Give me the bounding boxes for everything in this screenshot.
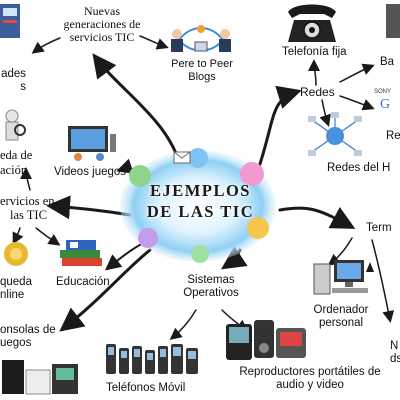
- hub-title: EJEMPLOS DE LAS TIC: [128, 180, 273, 222]
- node-reproductores: Reproductores portátiles de audio y vide…: [226, 366, 394, 392]
- node-n-ds-line2: ds: [390, 353, 400, 365]
- hub-graphic: [120, 148, 276, 263]
- node-ordenador-line1: Ordenador: [313, 304, 369, 316]
- node-reproductores-line2: audio y video: [276, 379, 344, 391]
- node-consolas-line1: onsolas de: [0, 324, 56, 336]
- node-sistemas-operativos: Sistemas Operativos: [176, 274, 246, 300]
- node-redes-del-h: Redes del H: [327, 162, 391, 174]
- node-peer-blogs: Pere to Peer Blogs: [166, 58, 238, 84]
- node-term: Term: [366, 222, 392, 234]
- game-consoles-icon: [2, 360, 78, 395]
- node-peer-line1: Pere to Peer: [171, 58, 233, 70]
- node-comunidades-line1: ades: [1, 68, 26, 80]
- node-telefonia-fija: Telefonía fija: [282, 46, 347, 58]
- node-reproductores-line1: Reproductores portátiles de: [239, 366, 381, 378]
- node-busqueda-online-line1: queda: [0, 276, 32, 288]
- node-nuevas-line2: generaciones de: [63, 17, 141, 31]
- brand-mini: SONY: [374, 89, 392, 95]
- search-globe-icon: [4, 242, 28, 266]
- svg-text:G: G: [380, 97, 390, 110]
- node-comunidades-line2: s: [20, 81, 26, 93]
- node-ordenador-line2: personal: [318, 317, 364, 329]
- hub-title-line1: EJEMPLOS: [150, 181, 251, 200]
- computer-icon: [313, 260, 374, 295]
- pc-device-icon: [0, 4, 20, 38]
- books-icon: [60, 240, 102, 266]
- node-comunidades: ades s: [0, 68, 26, 94]
- node-n-ds: N ds: [390, 340, 400, 366]
- search-figure-icon: [5, 109, 26, 141]
- mobile-phones-icon: [106, 344, 198, 374]
- node-servicios-tic: ervicios en las TIC: [0, 194, 55, 222]
- logo-icon: G: [380, 97, 390, 110]
- node-busqueda-info-line2: ación: [0, 163, 28, 177]
- node-ordenador-personal: Ordenador personal: [306, 304, 376, 330]
- device-icon: [386, 4, 400, 38]
- hub-title-line2: DE LAS TIC: [146, 202, 255, 221]
- media-players-icon: [226, 320, 306, 360]
- video-game-icon: [68, 126, 116, 161]
- node-redes: Redes: [300, 85, 335, 99]
- telephone-icon: [288, 4, 336, 42]
- node-videos-juegos: Videos juegos: [54, 166, 127, 178]
- node-peer-line2: Blogs: [188, 71, 216, 83]
- node-consolas: onsolas de uegos: [0, 324, 56, 350]
- node-consolas-line2: uegos: [0, 337, 32, 349]
- node-nuevas-line3: servicios TIC: [69, 30, 135, 44]
- node-educacion: Educación: [56, 276, 110, 288]
- node-servicios-line2: las TIC: [10, 208, 47, 222]
- node-nuevas-line1: Nuevas: [84, 4, 120, 18]
- network-globe-icon: [308, 112, 362, 156]
- node-sistemas-line1: Sistemas: [187, 274, 235, 286]
- people-network-icon: [171, 25, 231, 52]
- node-nuevas-generaciones: Nuevas generaciones de servicios TIC: [42, 5, 162, 44]
- node-telefonos-movil: Teléfonos Móvil: [106, 382, 186, 394]
- node-n-ds-line1: N: [390, 340, 399, 352]
- node-busqueda-informacion: eda de ación: [0, 148, 32, 178]
- node-re: Re: [386, 130, 400, 142]
- node-sistemas-line2: Operativos: [183, 287, 239, 299]
- node-busqueda-online: queda nline: [0, 276, 32, 302]
- node-ba: Ba: [380, 56, 395, 68]
- node-busqueda-online-line2: nline: [0, 289, 25, 301]
- node-busqueda-info-line1: eda de: [0, 148, 33, 162]
- node-servicios-line1: ervicios en: [0, 194, 55, 208]
